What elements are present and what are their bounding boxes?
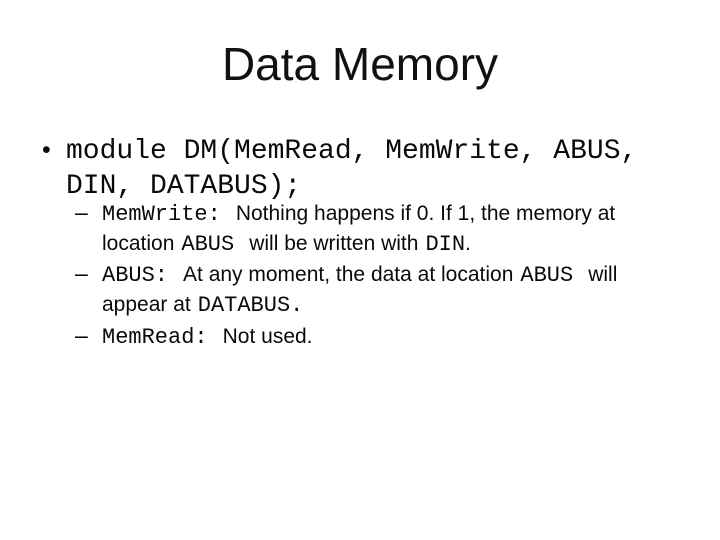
sub-bullet-memwrite: – MemWrite: Nothing happens if 0. If 1, t…: [75, 199, 615, 259]
text-span: Nothing happens if 0. If 1, the memory a…: [235, 202, 616, 225]
sub-abus-line-2: appear at DATABUS.: [102, 290, 617, 320]
dash-icon: –: [75, 199, 88, 225]
text-span: Not used.: [222, 325, 313, 348]
text-span: At any moment, the data at location: [183, 263, 514, 286]
code-span-abus: ABUS: [181, 232, 235, 257]
sub-memwrite-lines: MemWrite: Nothing happens if 0. If 1, the…: [102, 199, 615, 259]
dash-icon: –: [75, 260, 88, 286]
sub-bullet-memread: – MemRead: Not used.: [75, 322, 313, 352]
module-code-lines: module DM(MemRead, MemWrite, ABUS, DIN, …: [66, 134, 637, 204]
module-code-line-2: DIN, DATABUS);: [66, 171, 302, 202]
sub-bullet-abus: – ABUS: At any moment, the data at locati…: [75, 260, 617, 320]
slide-title: Data Memory: [221, 38, 499, 90]
text-span: location: [102, 232, 175, 255]
sub-memwrite-line-1: MemWrite: Nothing happens if 0. If 1, the…: [102, 199, 615, 229]
code-span-databus: DATABUS.: [197, 293, 304, 318]
bullet-item-module: • module DM(MemRead, MemWrite, ABUS, DIN…: [42, 134, 637, 204]
sub-abus-lines: ABUS: At any moment, the data at location…: [102, 260, 617, 320]
code-span-memread: MemRead:: [102, 325, 208, 350]
sub-abus-line-1: ABUS: At any moment, the data at location…: [102, 260, 617, 290]
code-span-memwrite: MemWrite:: [102, 202, 221, 227]
code-span-din: DIN: [425, 232, 466, 257]
text-span: will be written with: [249, 232, 419, 255]
dash-icon: –: [75, 322, 88, 348]
code-span-abus: ABUS: [520, 263, 574, 288]
sub-memread-lines: MemRead: Not used.: [102, 322, 313, 352]
text-span: appear at: [102, 293, 191, 316]
sub-memread-line-1: MemRead: Not used.: [102, 322, 313, 352]
text-span: will: [588, 263, 618, 286]
bullet-dot-icon: •: [42, 136, 51, 164]
module-code-line-1: module DM(MemRead, MemWrite, ABUS,: [66, 136, 638, 167]
code-span-abus: ABUS:: [102, 263, 169, 288]
text-span-period: .: [465, 232, 471, 255]
sub-memwrite-line-2: location ABUS will be written with DIN.: [102, 229, 615, 259]
